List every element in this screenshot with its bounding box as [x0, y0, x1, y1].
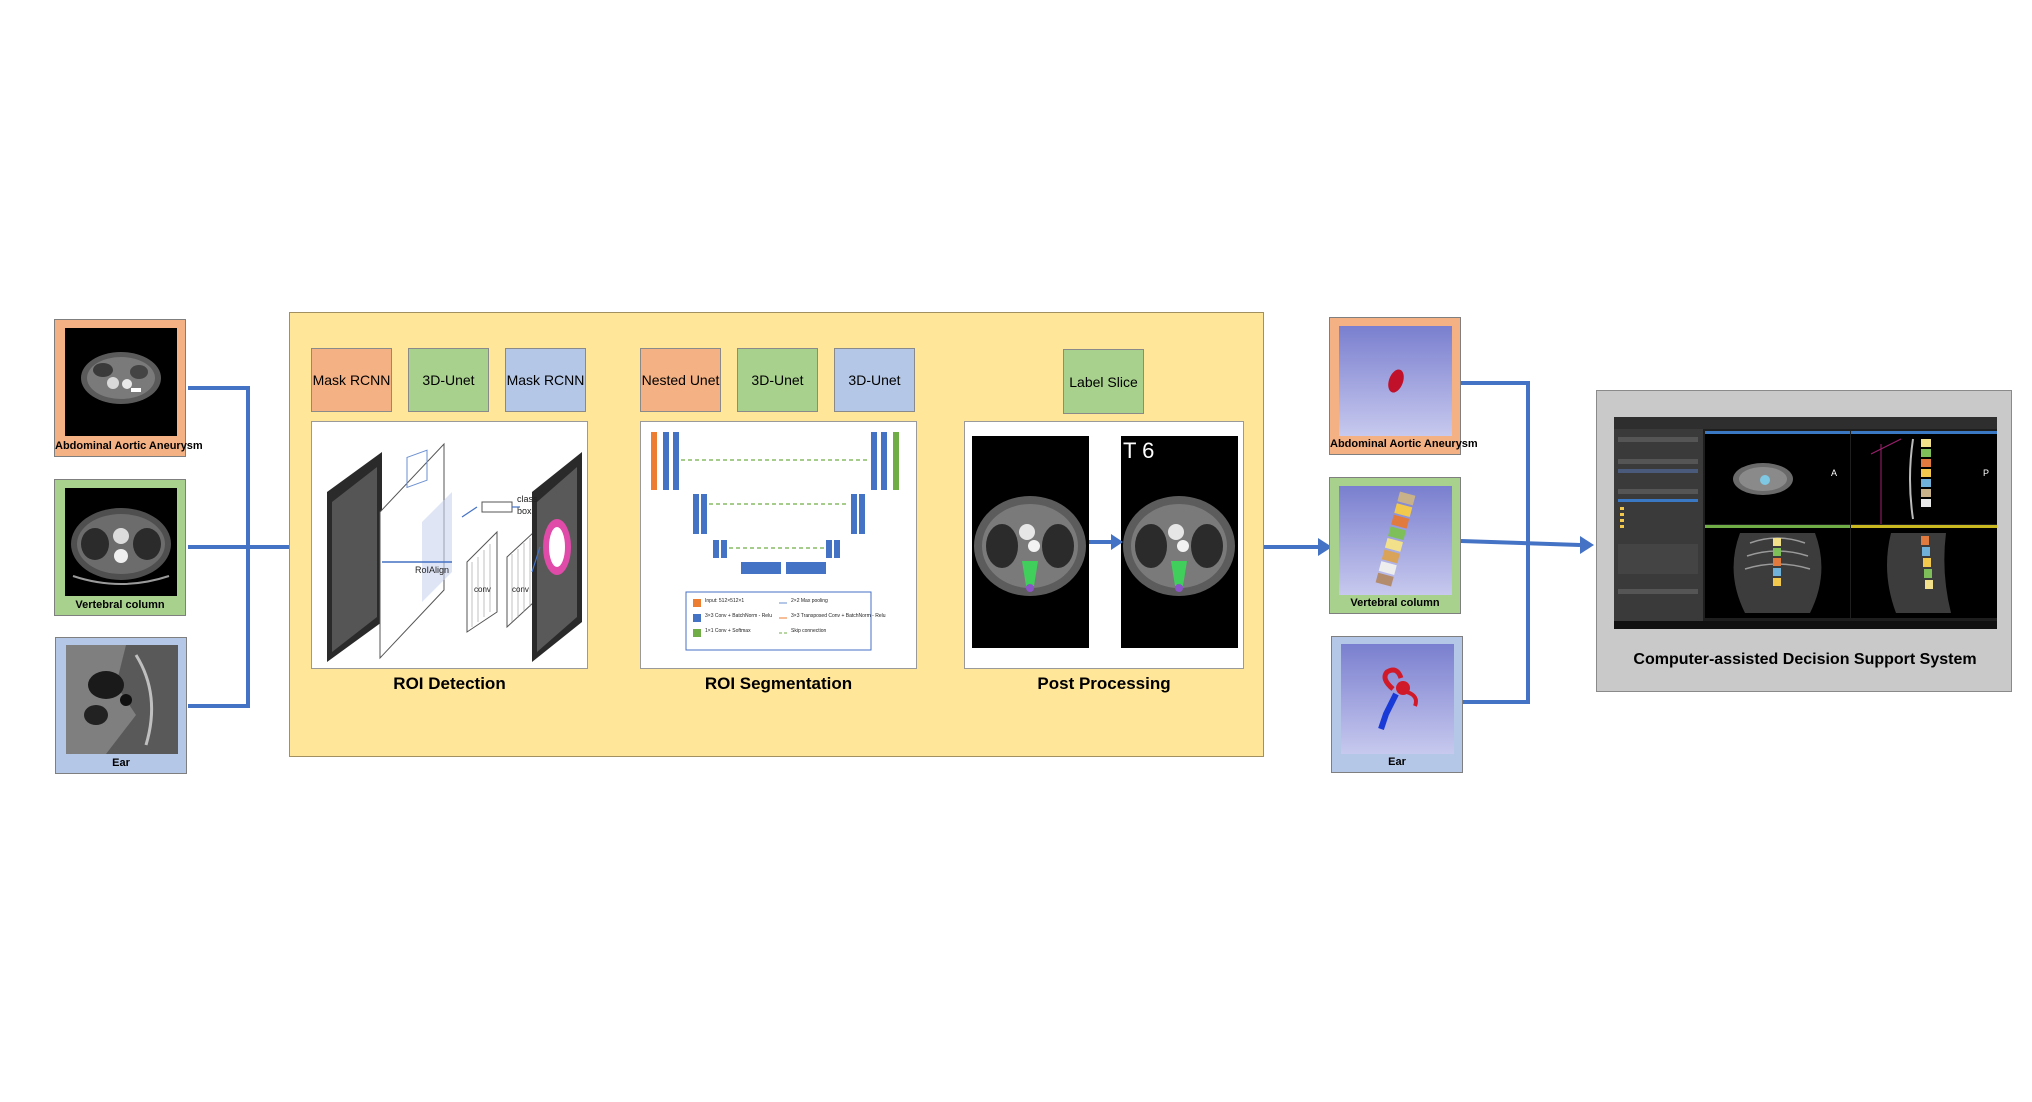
output-card-vertebral: Vertebral column — [1329, 477, 1461, 614]
conv-label-1: conv — [474, 585, 491, 594]
input-label-aaa: Abdominal Aortic Aneurysm — [55, 440, 203, 452]
input-label-vertebral: Vertebral column — [75, 599, 165, 611]
method-segmentation-1: Nested Unet — [640, 348, 721, 412]
output-card-aaa: Abdominal Aortic Aneurysm — [1329, 317, 1478, 455]
input-card-vertebral: Vertebral column — [54, 479, 186, 616]
ear-ct-image — [66, 645, 178, 754]
aaa-3d-render — [1339, 326, 1452, 436]
method-segmentation-3: 3D-Unet — [834, 348, 915, 412]
output-label-vertebral: Vertebral column — [1350, 597, 1440, 609]
unet-legend-3: 1×1 Conv + Softmax — [705, 628, 751, 634]
cdss-view-sagittal — [1851, 525, 1997, 618]
class-label: class — [517, 494, 538, 504]
output-label-ear: Ear — [1388, 756, 1406, 768]
conv-label-2: conv — [512, 585, 529, 594]
roi-segmentation-diagram: Input: 512×512×1 3×3 Conv + BatchNorm - … — [640, 421, 917, 669]
output-card-ear: Ear — [1331, 636, 1463, 773]
cdss-taskbar — [1614, 621, 1997, 629]
method-detection-3: Mask RCNN — [505, 348, 586, 412]
stage-title-segmentation: ROI Segmentation — [704, 674, 853, 693]
cdss-view-axial: A — [1705, 431, 1850, 524]
box-label: box — [517, 506, 532, 516]
post-processing-diagram: T 6 — [964, 421, 1244, 669]
unet-legend-6: Skip connection — [791, 628, 827, 634]
method-post-1: Label Slice — [1063, 349, 1144, 414]
method-detection-1: Mask RCNN — [311, 348, 392, 412]
method-detection-2: 3D-Unet — [408, 348, 489, 412]
stage-title-detection: ROI Detection — [393, 674, 506, 693]
cdss-label-p: P — [1983, 468, 1990, 478]
input-label-ear: Ear — [112, 757, 130, 769]
slice-label: T 6 — [1123, 438, 1155, 463]
cdss-view-coronal — [1705, 525, 1850, 618]
roi-detection-diagram: RoIAlign class box conv conv — [311, 421, 588, 669]
roialign-label: RoIAlign — [415, 565, 450, 575]
cdss-screenshot: A P — [1614, 417, 1997, 629]
unet-legend-2: 3×3 Conv + BatchNorm - Relu — [705, 613, 772, 619]
unet-legend-5: 3×3 Transposed Conv + BatchNorm - Relu — [791, 613, 886, 619]
cdss-side-panel — [1614, 429, 1703, 629]
unet-legend-4: 2×2 Max pooling — [791, 598, 828, 604]
cdss-view-3d: P — [1851, 431, 1997, 524]
ear-3d-render — [1341, 644, 1454, 754]
vertebral-ct-image — [65, 488, 177, 596]
method-segmentation-2: 3D-Unet — [737, 348, 818, 412]
unet-legend-1: Input: 512×512×1 — [705, 598, 745, 604]
cdss-toolbar — [1614, 417, 1997, 429]
input-card-aaa: Abdominal Aortic Aneurysm — [54, 319, 203, 457]
stage-title-post: Post Processing — [1037, 674, 1171, 693]
post-inner-arrow — [1089, 534, 1123, 550]
cdss-label-a: A — [1831, 468, 1838, 478]
post-ct-after: T 6 — [1121, 436, 1238, 648]
post-ct-before — [972, 436, 1089, 648]
input-card-ear: Ear — [55, 637, 187, 774]
cdss-title: Computer-assisted Decision Support Syste… — [1633, 651, 1977, 668]
output-label-aaa: Abdominal Aortic Aneurysm — [1330, 438, 1478, 450]
aaa-ct-image — [65, 328, 177, 436]
cdss-panel: A P — [1596, 390, 2012, 692]
vertebral-3d-render — [1339, 486, 1452, 595]
